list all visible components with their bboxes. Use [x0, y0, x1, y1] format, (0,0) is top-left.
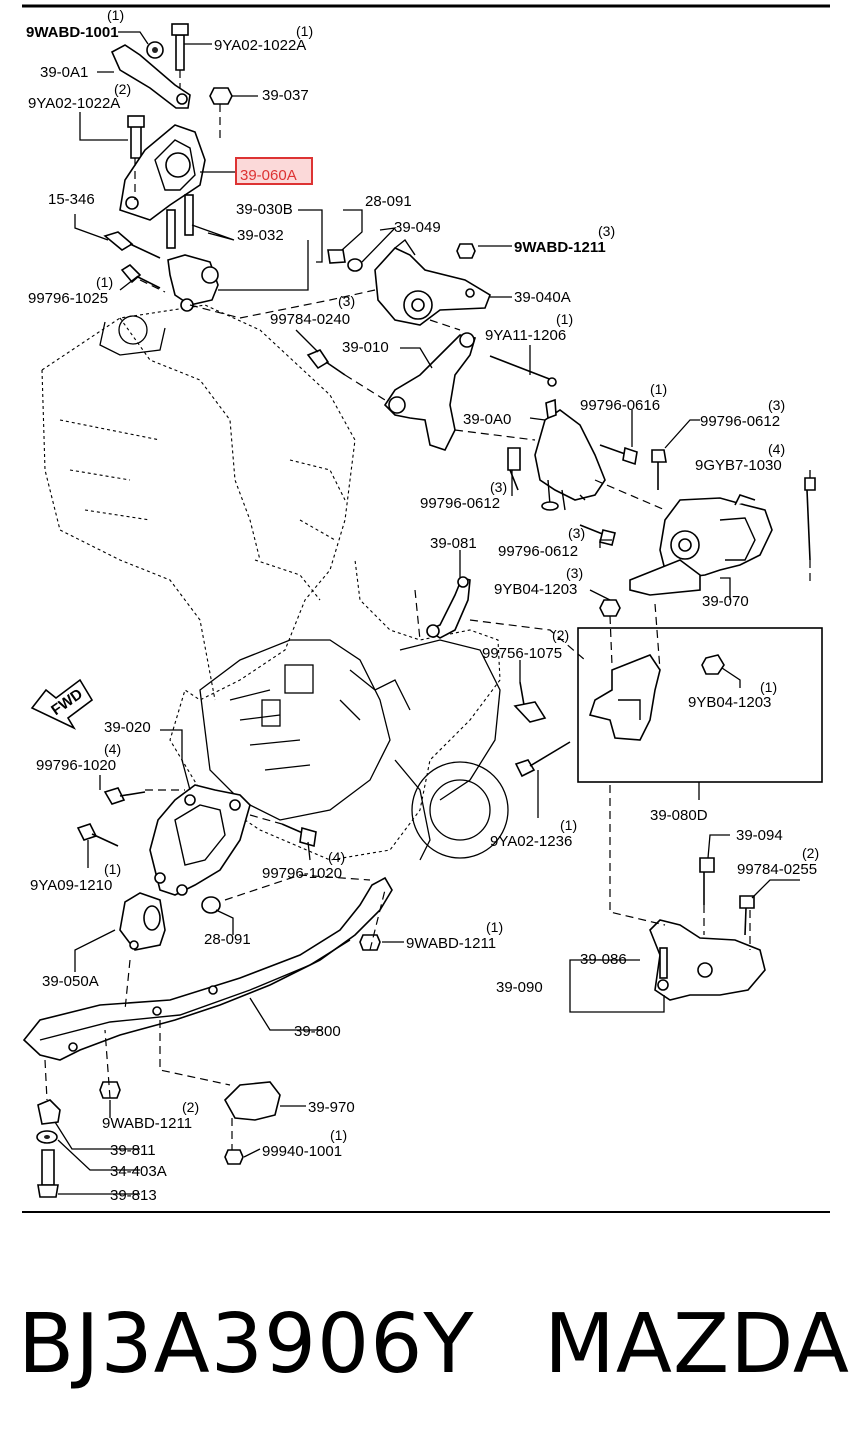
qty-9ya02-1236: (1): [560, 817, 577, 833]
label-39-032: 39-032: [237, 227, 284, 244]
qty-9wabd-1001: (1): [107, 7, 124, 23]
label-39-094: 39-094: [736, 827, 783, 844]
label-39-050a: 39-050A: [42, 973, 99, 990]
engine-mount-39-070: [629, 477, 816, 596]
crossmember-39-800: [22, 876, 393, 1061]
torque-rod-39-010: [306, 332, 557, 451]
label-39-020: 39-020: [104, 719, 151, 736]
footer: BJ3A3906Y MAZDA: [0, 1290, 864, 1400]
label-39-081: 39-081: [430, 535, 477, 552]
label-39-090: 39-090: [496, 979, 543, 996]
qty-99940-1001: (1): [330, 1127, 347, 1143]
label-99796-0612-r: 99796-0612: [700, 413, 780, 430]
label-99940-1001: 99940-1001: [262, 1143, 342, 1160]
label-9wabd-1001: 9WABD-1001: [26, 24, 119, 41]
part-number: BJ3A3906Y: [18, 1297, 475, 1392]
qty-99796-0612-b: (3): [568, 525, 585, 541]
bracket-39-080d: [588, 654, 725, 741]
label-99796-1025: 99796-1025: [28, 290, 108, 307]
engine-mount-39-040a: [374, 238, 491, 326]
label-28-091-bottom: 28-091: [204, 931, 251, 948]
label-39-030b: 39-030B: [236, 201, 293, 218]
qty-9ya11-1206: (1): [556, 311, 573, 327]
label-15-346: 15-346: [48, 191, 95, 208]
brand-name: MAZDA: [544, 1297, 850, 1392]
qty-99796-1025: (1): [96, 274, 113, 290]
mount-bracket-39-030b: [103, 231, 219, 312]
bolt-9ya02-1236: [514, 741, 571, 778]
label-34-403a: 34-403A: [110, 1163, 167, 1180]
label-9ya02-1022a-left: 9YA02-1022A: [28, 95, 120, 112]
label-39-080d: 39-080D: [650, 807, 708, 824]
label-39-040a: 39-040A: [514, 289, 571, 306]
qty-9ya02-1022a-left: (2): [114, 81, 131, 97]
washers-28-091: [327, 249, 363, 272]
label-39-049: 39-049: [394, 219, 441, 236]
label-99784-0255: 99784-0255: [737, 861, 817, 878]
leader-lines: [54, 31, 811, 1195]
qty-9wabd-1211-mid: (1): [486, 919, 503, 935]
label-99796-1020-l: 99796-1020: [36, 757, 116, 774]
label-99756-1075: 99756-1075: [482, 645, 562, 662]
label-9wabd-1211-bottom: 9WABD-1211: [102, 1115, 192, 1132]
label-28-091-top: 28-091: [365, 193, 412, 210]
qty-99796-0612-a: (3): [490, 479, 507, 495]
qty-9ya09-1210: (1): [104, 861, 121, 877]
label-9ya09-1210: 9YA09-1210: [30, 877, 112, 894]
part-labels: (1) 9WABD-1001 (1) 9YA02-1022A 39-0A1 39…: [26, 7, 819, 1204]
label-39-800: 39-800: [294, 1023, 341, 1040]
label-39-070: 39-070: [702, 593, 749, 610]
label-9yb04-1203-b: 9YB04-1203: [688, 694, 771, 711]
label-39-010: 39-010: [342, 339, 389, 356]
label-39-0a0: 39-0A0: [463, 411, 511, 428]
label-9ya11-1206: 9YA11-1206: [485, 327, 566, 344]
label-39-970: 39-970: [308, 1099, 355, 1116]
qty-99796-1020-r: (4): [328, 849, 345, 865]
bracket-39-020: [76, 784, 317, 914]
fwd-arrow-icon: FWD: [30, 678, 94, 730]
label-99784-0240: 99784-0240: [270, 311, 350, 328]
engine-block-outline: [41, 304, 509, 861]
assembly-lines: [44, 70, 811, 1150]
label-99796-0612-b: 99796-0612: [498, 543, 578, 560]
qty-99784-0255: (2): [802, 845, 819, 861]
qty-9yb04-1203-a: (3): [566, 565, 583, 581]
label-99796-0612-a: 99796-0612: [420, 495, 500, 512]
label-99796-0616: 99796-0616: [580, 397, 660, 414]
label-39-813: 39-813: [110, 1187, 157, 1204]
engine-mount-39-090: [649, 857, 766, 1001]
highlight-box: [235, 157, 313, 185]
label-39-060a-highlighted: 39-060A: [240, 167, 297, 184]
label-39-086: 39-086: [580, 951, 627, 968]
qty-9wabd-1211-top: (3): [598, 223, 615, 239]
label-39-811: 39-811: [110, 1142, 156, 1159]
bracket-39-0a0: [507, 398, 667, 546]
qty-9gyb7-1030: (4): [768, 441, 785, 457]
label-9wabd-1211-mid: 9WABD-1211: [406, 935, 496, 952]
label-99796-1020-r: 99796-1020: [262, 865, 342, 882]
detail-box-39-080d: [577, 627, 823, 783]
qty-99796-0612-r: (3): [768, 397, 785, 413]
engine-mount-39-060a: [110, 23, 233, 249]
qty-9yb04-1203-b: (1): [760, 679, 777, 695]
bottom-small-parts: [36, 1081, 281, 1198]
qty-99796-1020-l: (4): [104, 741, 121, 757]
label-9yb04-1203-a: 9YB04-1203: [494, 581, 577, 598]
label-9gyb7-1030: 9GYB7-1030: [695, 457, 782, 474]
engine-mount-39-050a: [119, 892, 166, 951]
label-39-037: 39-037: [262, 87, 309, 104]
label-9ya02-1022a-top: 9YA02-1022A: [214, 37, 306, 54]
link-39-081: [426, 576, 621, 723]
label-39-0a1: 39-0A1: [40, 64, 88, 81]
qty-99784-0240: (3): [338, 293, 355, 309]
qty-9wabd-1211-bottom: (2): [182, 1099, 199, 1115]
qty-99796-0616: (1): [650, 381, 667, 397]
qty-99756-1075: (2): [552, 627, 569, 643]
label-9wabd-1211-top: 9WABD-1211: [514, 239, 606, 256]
qty-9ya02-1022a-top: (1): [296, 23, 313, 39]
label-9ya02-1236: 9YA02-1236: [490, 833, 572, 850]
